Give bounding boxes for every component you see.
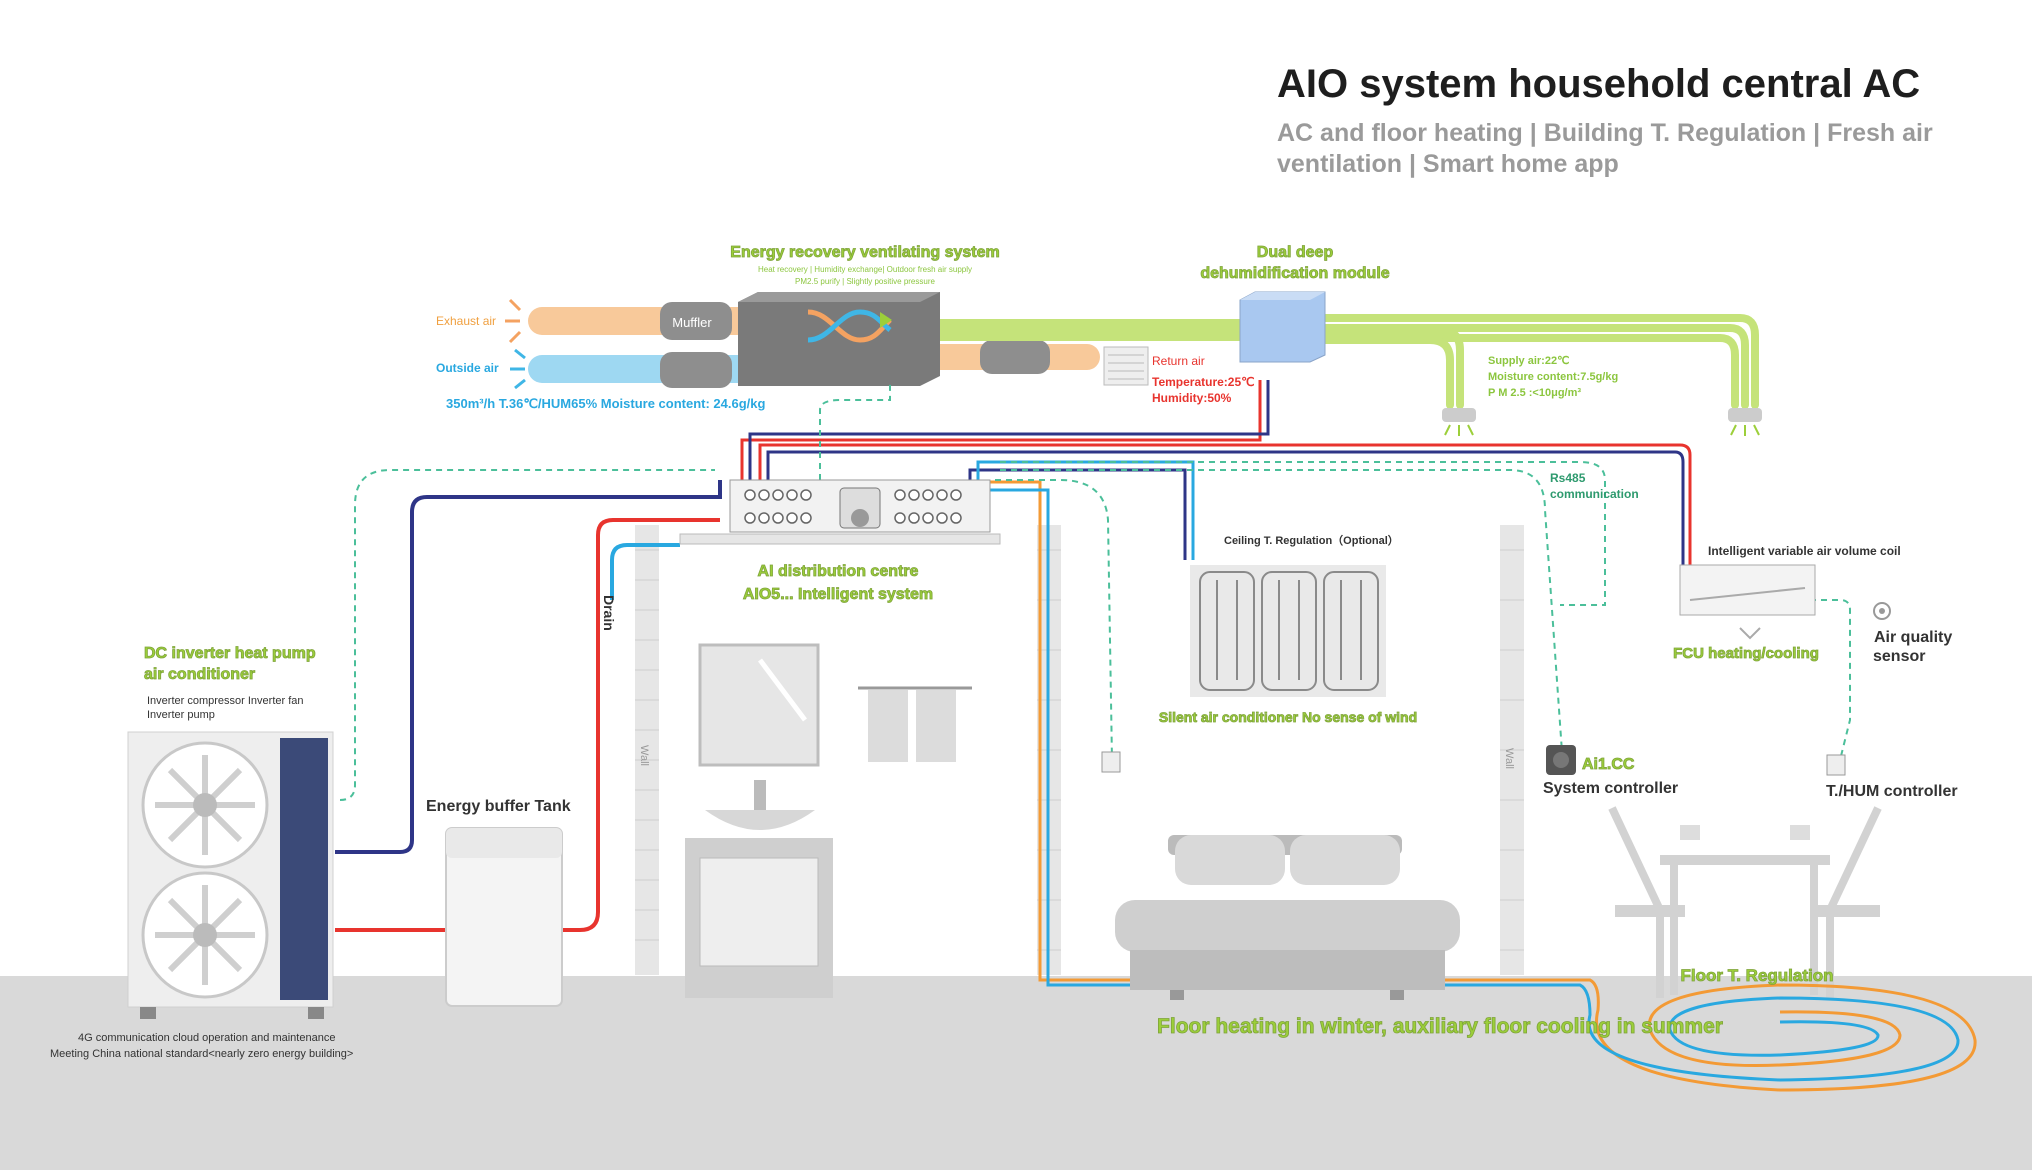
exhaust-arrow-icon bbox=[505, 298, 522, 344]
heat-pump-footer-line2: Meeting China national standard<nearly z… bbox=[50, 1048, 353, 1060]
floor-caption: Floor heating in winter, auxiliary floor… bbox=[1157, 1015, 1723, 1038]
rs485-line1: Rs485 bbox=[1550, 471, 1586, 485]
controller-brand: Ai1.CC bbox=[1582, 756, 1635, 773]
fcu-title: Intelligent variable air volume coil bbox=[1708, 544, 1901, 558]
fcu-unit bbox=[1679, 564, 1816, 640]
floor-heating-coil bbox=[1560, 978, 1977, 1092]
thum-controller-device bbox=[1826, 754, 1846, 776]
heat-pump-title-line2: air conditioner bbox=[144, 666, 255, 683]
dehum-title-line2: dehumidification module bbox=[1200, 265, 1389, 282]
heat-pump-title-line1: DC inverter heat pump bbox=[144, 645, 316, 662]
return-air-title: Return air bbox=[1152, 354, 1205, 368]
dehum-title-line1: Dual deep bbox=[1257, 244, 1334, 261]
supply-air-line3: P M 2.5 :<10μg/m³ bbox=[1488, 387, 1581, 399]
heat-pump-footer-line1: 4G communication cloud operation and mai… bbox=[78, 1032, 335, 1044]
thermostat-switch bbox=[1101, 751, 1121, 773]
bed bbox=[1115, 835, 1460, 1000]
distribution-centre bbox=[679, 479, 1001, 545]
air-quality-sensor-icon bbox=[1873, 602, 1891, 620]
outside-air-label: Outside air bbox=[436, 361, 499, 375]
supply-air-line2: Moisture content:7.5g/kg bbox=[1488, 371, 1618, 383]
dehumidification-module bbox=[1239, 291, 1326, 363]
system-controller-device bbox=[1546, 745, 1576, 775]
supply-air-line1: Supply air:22℃ bbox=[1488, 355, 1569, 367]
communication-lines bbox=[339, 380, 1851, 801]
mirror bbox=[698, 643, 820, 767]
wall-label-left: Wall bbox=[638, 745, 650, 766]
muffler bbox=[660, 302, 732, 388]
erv-title: Energy recovery ventilating system bbox=[730, 244, 999, 261]
system-controller-label: System controller bbox=[1543, 780, 1678, 797]
air-quality-line1: Air quality bbox=[1874, 629, 1952, 646]
outside-air-arrow-icon bbox=[510, 348, 526, 390]
heat-pump-spec-line1: Inverter compressor Inverter fan bbox=[147, 695, 304, 707]
return-air-temp: Temperature:25℃ bbox=[1152, 375, 1255, 389]
heat-pump-pipes bbox=[335, 480, 722, 932]
erv-flow-spec: 350m³/h T.36℃/HUM65% Moisture content: 2… bbox=[446, 396, 766, 411]
sink-vanity bbox=[685, 780, 833, 998]
ceiling-caption: Silent air conditioner No sense of wind bbox=[1159, 709, 1417, 725]
drain-label: Drain bbox=[601, 595, 617, 631]
distribution-title-line2: AIO5... Intelligent system bbox=[743, 586, 933, 603]
return-duct bbox=[920, 340, 1100, 374]
page-subtitle: AC and floor heating | Building T. Regul… bbox=[1277, 119, 1933, 178]
rs485-line2: communication bbox=[1550, 487, 1639, 501]
ceiling-title: Ceiling T. Regulation（Optional） bbox=[1224, 534, 1399, 547]
buffer-tank-label: Energy buffer Tank bbox=[426, 798, 571, 815]
supply-duct-green bbox=[924, 314, 1759, 409]
wall-right bbox=[1500, 525, 1524, 975]
heat-pump-unit bbox=[127, 731, 334, 1019]
muffler-label: Muffler bbox=[672, 315, 712, 330]
supply-diffuser-1 bbox=[1442, 408, 1476, 436]
heat-pump-spec-line2: Inverter pump bbox=[147, 709, 215, 721]
supply-diffuser-2 bbox=[1728, 408, 1762, 436]
erv-spec-line1: Heat recovery | Humidity exchange| Outdo… bbox=[758, 265, 972, 274]
page-title: AIO system household central AC bbox=[1277, 62, 1921, 106]
ceiling-panel bbox=[1190, 565, 1386, 697]
distribution-title-line1: AI distribution centre bbox=[758, 563, 919, 580]
energy-buffer-tank bbox=[445, 827, 563, 1007]
return-air-humidity: Humidity:50% bbox=[1152, 391, 1232, 405]
dining-set bbox=[1608, 806, 1882, 998]
exhaust-air-label: Exhaust air bbox=[436, 314, 496, 328]
towel-rack bbox=[858, 686, 972, 762]
wall-label-right: Wall bbox=[1503, 748, 1515, 769]
fcu-caption: FCU heating/cooling bbox=[1673, 645, 1819, 662]
return-air-grille bbox=[1103, 346, 1149, 386]
erv-unit bbox=[738, 292, 940, 386]
air-quality-line2: sensor bbox=[1873, 648, 1925, 665]
wall-left bbox=[635, 525, 659, 975]
erv-spec-line2: PM2.5 purify | Slightly positive pressur… bbox=[795, 277, 935, 286]
floor-regulation-label: Floor T. Regulation bbox=[1681, 966, 1834, 985]
thum-controller-label: T./HUM controller bbox=[1826, 783, 1958, 800]
